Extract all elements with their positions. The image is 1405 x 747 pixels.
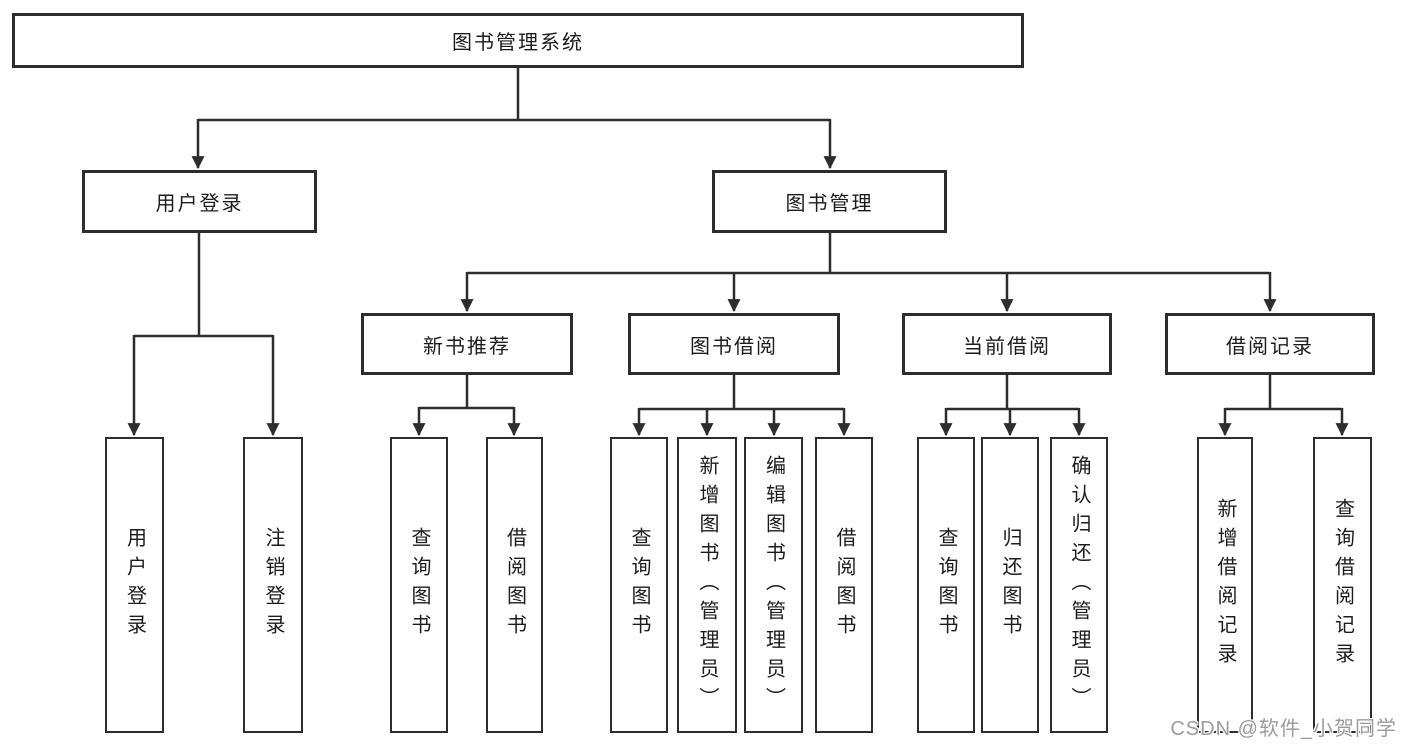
leaf-add-books-admin: 新增图书（管理员） (677, 437, 737, 733)
leaf-edit-books-admin-label: 编辑图书（管理员） (762, 454, 785, 716)
leaf-borrow-query-books-label: 查询图书 (628, 527, 650, 643)
leaf-edit-books-admin: 编辑图书（管理员） (744, 437, 803, 733)
leaf-logout-label: 注销登录 (262, 527, 284, 643)
node-current-borrow: 当前借阅 (902, 313, 1112, 375)
leaf-recommend-query-books: 查询图书 (390, 437, 448, 733)
leaf-add-borrow-record: 新增借阅记录 (1197, 437, 1253, 733)
node-borrow-records: 借阅记录 (1165, 313, 1375, 375)
node-root: 图书管理系统 (12, 13, 1024, 68)
leaf-return-books-label: 归还图书 (999, 527, 1021, 643)
node-book-borrow-label: 图书借阅 (690, 335, 778, 358)
leaf-recommend-borrow-books: 借阅图书 (486, 437, 543, 733)
leaf-recommend-query-books-label: 查询图书 (408, 527, 430, 643)
leaf-current-query-books: 查询图书 (917, 437, 975, 733)
node-book-management: 图书管理 (712, 170, 947, 233)
leaf-borrow-query-books: 查询图书 (610, 437, 668, 733)
leaf-borrow-borrow-books: 借阅图书 (815, 437, 873, 733)
node-user-login-label: 用户登录 (155, 193, 244, 215)
leaf-query-borrow-record: 查询借阅记录 (1313, 437, 1372, 733)
leaf-return-books: 归还图书 (981, 437, 1039, 733)
leaf-user-login-label: 用户登录 (123, 527, 146, 643)
node-borrow-records-label: 借阅记录 (1226, 335, 1314, 358)
node-book-management-label: 图书管理 (785, 193, 874, 215)
leaf-add-books-admin-label: 新增图书（管理员） (696, 454, 718, 716)
node-current-borrow-label: 当前借阅 (963, 335, 1051, 358)
leaf-recommend-borrow-books-label: 借阅图书 (503, 527, 526, 643)
leaf-user-login: 用户登录 (105, 437, 164, 733)
leaf-logout: 注销登录 (243, 437, 303, 733)
leaf-current-query-books-label: 查询图书 (935, 527, 957, 643)
leaf-confirm-return-admin-label: 确认归还（管理员） (1068, 454, 1090, 716)
node-root-label: 图书管理系统 (452, 32, 584, 54)
leaf-query-borrow-record-label: 查询借阅记录 (1331, 498, 1354, 672)
leaf-borrow-borrow-books-label: 借阅图书 (833, 527, 855, 643)
leaf-confirm-return-admin: 确认归还（管理员） (1050, 437, 1108, 733)
node-book-borrow: 图书借阅 (628, 313, 840, 375)
node-user-login: 用户登录 (82, 170, 317, 233)
node-new-book-recommend: 新书推荐 (361, 313, 573, 375)
node-new-book-recommend-label: 新书推荐 (423, 335, 511, 358)
leaf-add-borrow-record-label: 新增借阅记录 (1214, 498, 1236, 672)
csdn-watermark: CSDN @软件_小贺同学 (1170, 718, 1397, 740)
